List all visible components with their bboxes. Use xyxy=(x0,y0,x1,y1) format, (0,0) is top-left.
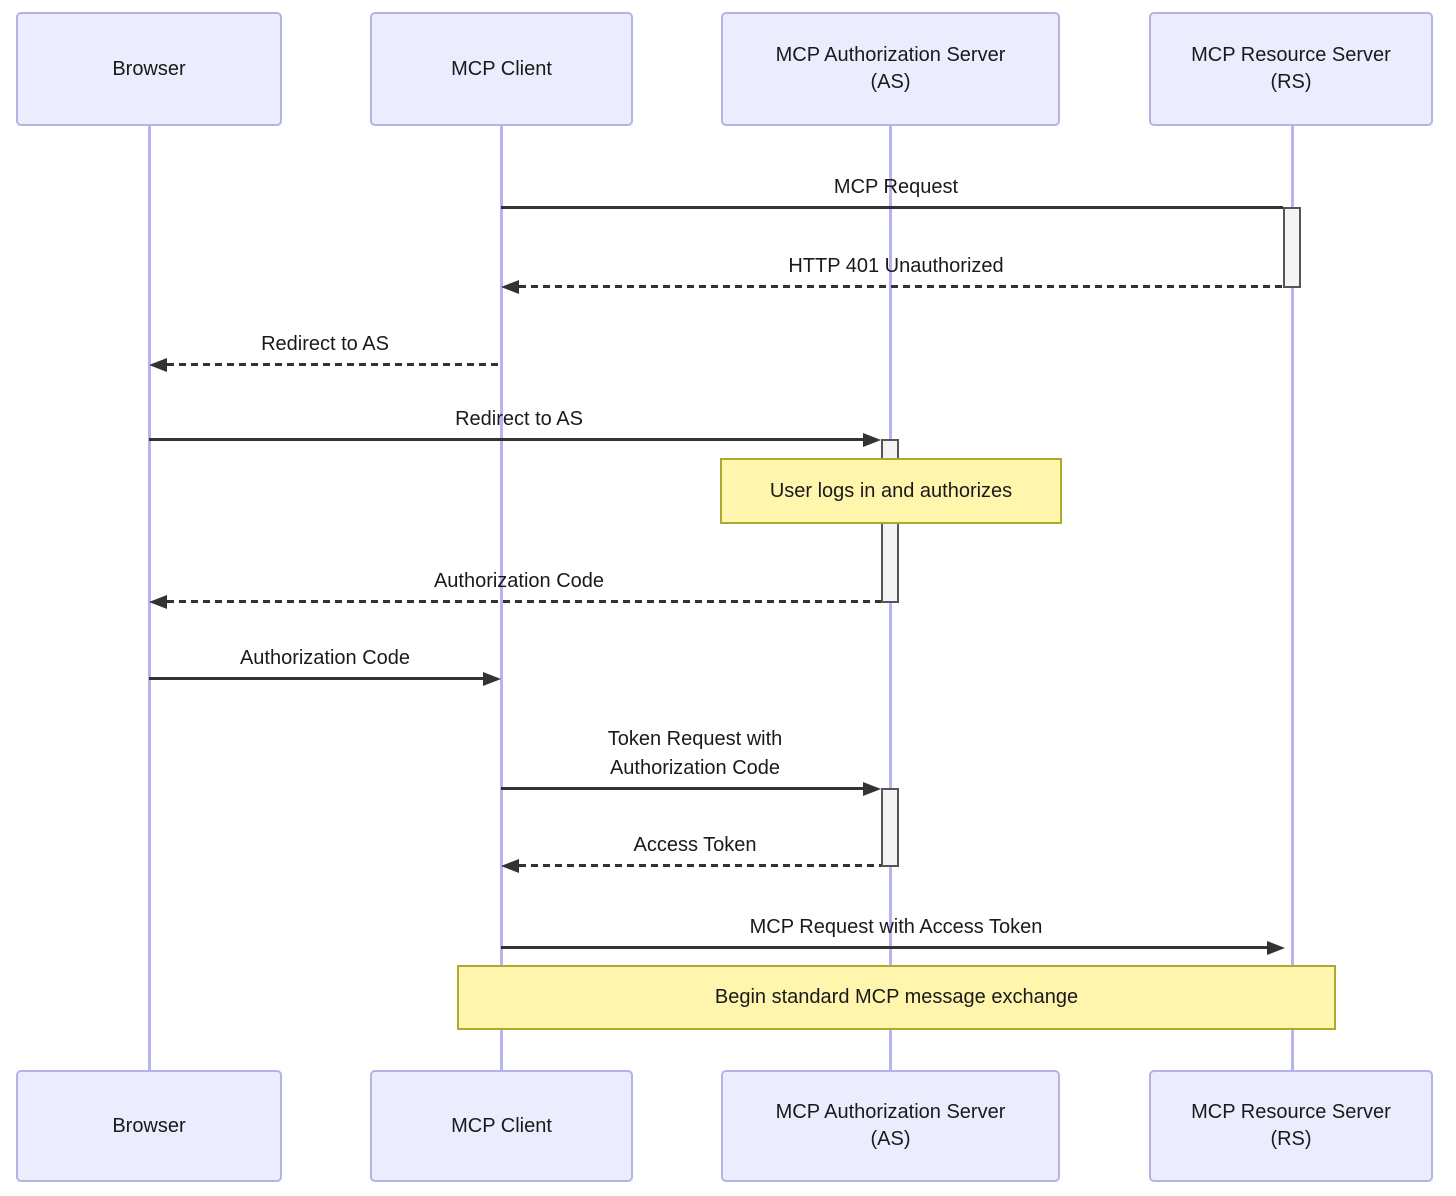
participant-sublabel: (RS) xyxy=(1270,71,1312,93)
message-label-redirect-to-as-dashed: Redirect to AS xyxy=(261,333,389,355)
arrowhead-left-icon xyxy=(149,358,167,372)
message-line-authorization-code-solid xyxy=(149,677,483,680)
message-line-redirect-to-as-solid xyxy=(149,438,863,441)
participant-sublabel: (AS) xyxy=(870,1128,911,1150)
message-line-redirect-to-as-dashed xyxy=(167,363,501,366)
message-line-token-request xyxy=(501,787,863,790)
message-line-access-token xyxy=(519,864,881,867)
activation-bar-resource-server xyxy=(1283,207,1301,288)
participant-label: MCP Resource Server xyxy=(1191,44,1391,66)
arrowhead-right-icon xyxy=(863,433,881,447)
message-label-access-token: Access Token xyxy=(633,834,757,856)
message-line-mcp-request xyxy=(501,206,1283,209)
message-line-authorization-code-dashed xyxy=(167,600,881,603)
participant-bottom-mcp-resource-server: MCP Resource Server (RS) xyxy=(1149,1070,1433,1182)
participant-label: MCP Authorization Server xyxy=(775,1101,1006,1123)
message-label-redirect-to-as-solid: Redirect to AS xyxy=(455,408,583,430)
participant-bottom-browser: Browser xyxy=(16,1070,282,1182)
message-label-authorization-code-solid: Authorization Code xyxy=(239,647,411,669)
participant-label: MCP Resource Server xyxy=(1191,1101,1391,1123)
participant-label: MCP Client xyxy=(451,57,552,80)
message-label-mcp-request-with-token: MCP Request with Access Token xyxy=(749,916,1043,938)
arrowhead-left-icon xyxy=(501,280,519,294)
participant-top-mcp-authorization-server: MCP Authorization Server (AS) xyxy=(721,12,1060,126)
arrowhead-left-icon xyxy=(501,859,519,873)
message-label-http-401: HTTP 401 Unauthorized xyxy=(788,255,1004,277)
arrowhead-right-icon xyxy=(483,672,501,686)
lifeline-mcp-client xyxy=(500,60,503,1080)
message-label-authorization-code-dashed: Authorization Code xyxy=(433,570,605,592)
participant-top-browser: Browser xyxy=(16,12,282,126)
participant-sublabel: (AS) xyxy=(870,71,911,93)
participant-top-mcp-resource-server: MCP Resource Server (RS) xyxy=(1149,12,1433,126)
note-begin-exchange-label: Begin standard MCP message exchange xyxy=(714,986,1079,1008)
note-begin-exchange: Begin standard MCP message exchange xyxy=(457,965,1336,1030)
participant-label: Browser xyxy=(112,57,186,80)
message-label-mcp-request: MCP Request xyxy=(833,176,959,198)
participant-sublabel: (RS) xyxy=(1270,1128,1312,1150)
participant-top-mcp-client: MCP Client xyxy=(370,12,633,126)
arrowhead-right-icon xyxy=(863,782,881,796)
lifeline-mcp-resource-server xyxy=(1291,60,1294,1080)
message-line-mcp-request-with-token xyxy=(501,946,1267,949)
participant-bottom-mcp-authorization-server: MCP Authorization Server (AS) xyxy=(721,1070,1060,1182)
activation-bar-auth-server-token xyxy=(881,788,899,867)
participant-label: MCP Authorization Server xyxy=(775,44,1006,66)
message-line-http-401 xyxy=(519,285,1283,288)
arrowhead-right-icon xyxy=(1267,941,1285,955)
participant-bottom-mcp-client: MCP Client xyxy=(370,1070,633,1182)
note-user-logs-in-label: User logs in and authorizes xyxy=(769,479,1013,502)
note-user-logs-in: User logs in and authorizes xyxy=(720,458,1062,524)
participant-label: MCP Client xyxy=(451,1114,552,1137)
participant-label: Browser xyxy=(112,1114,186,1137)
message-label-token-request: Token Request with Authorization Code xyxy=(607,728,783,779)
arrowhead-left-icon xyxy=(149,595,167,609)
lifeline-browser xyxy=(148,60,151,1080)
